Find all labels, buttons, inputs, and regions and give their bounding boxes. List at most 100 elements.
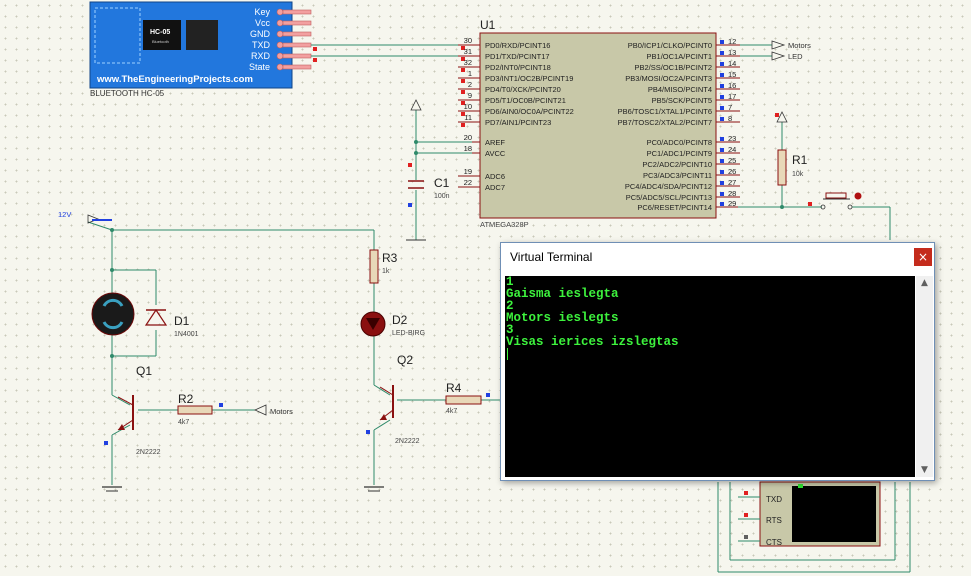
mcu-pin-number: 1: [468, 69, 472, 78]
mcu-pin-number: 28: [728, 189, 736, 198]
mcu-pin-number: 13: [728, 48, 736, 57]
mcu-pin-name: AREF: [485, 138, 505, 147]
mcu-pin-name: PB6/TOSC1/XTAL1/PCINT6: [618, 107, 712, 116]
vt-titlebar[interactable]: Virtual Terminal ×: [501, 243, 934, 273]
virtual-terminal-window[interactable]: Virtual Terminal × 1 Gaisma ieslegta 2 M…: [500, 242, 935, 481]
mcu-pin-number: 9: [468, 91, 472, 100]
d2-value: LED-BIRG: [392, 330, 425, 337]
d1-ref: D1: [174, 314, 190, 328]
mcu-pin-number: 19: [464, 167, 472, 176]
mcu-pin-number: 8: [728, 114, 732, 123]
vt-line: 2: [506, 299, 514, 313]
d2-led: [360, 311, 386, 337]
mcu-pin-right: 14 PB2/SS/OC1B/PCINT2: [634, 59, 740, 72]
mcu-pin-name: PD1/TXD/PCINT17: [485, 52, 550, 61]
mcu-pin-name: PD2/INT0/PCINT18: [485, 63, 551, 72]
net-label-12v: 12V: [58, 210, 71, 219]
mcu-pin-name: PC5/ADC5/SCL/PCINT13: [626, 193, 712, 202]
q2-value: 2N2222: [395, 438, 420, 445]
q1-transistor: [117, 395, 134, 431]
mcu-pin-name: PC0/ADC0/PCINT8: [647, 138, 712, 147]
d1-diode: [144, 308, 168, 326]
mcu-pin-number: 15: [728, 70, 736, 79]
mcu-pin-name: PB5/SCK/PCINT5: [652, 96, 712, 105]
mcu-pin-number: 7: [728, 103, 732, 112]
mcu-pin-name: PC6/RESET/PCINT14: [637, 203, 712, 212]
text-cursor: [507, 348, 508, 360]
r4-ref: R4: [446, 381, 462, 395]
mcu-ref: U1: [480, 18, 496, 32]
vt-scrollbar[interactable]: ▲ ▼: [916, 276, 933, 477]
vt-line: Motors ieslegts: [506, 311, 619, 325]
d2-ref: D2: [392, 313, 408, 327]
mcu-pin-number: 16: [728, 81, 736, 90]
bt-pin-txd: TXD: [252, 40, 271, 50]
r3-ref: R3: [382, 251, 398, 265]
r2-value: 4k7: [178, 419, 189, 426]
c1-value: 100n: [434, 193, 450, 200]
close-button[interactable]: ×: [914, 248, 932, 266]
mcu-pin-name: PD6/AIN0/OC0A/PCINT22: [485, 107, 574, 116]
mcu-pin-number: 29: [728, 199, 736, 208]
bluetooth-website: www.TheEngineeringProjects.com: [96, 74, 253, 85]
virtual-terminal-component[interactable]: TXD RTS CTS: [717, 481, 911, 573]
vt-line: 3: [506, 323, 514, 337]
mcu-pin-number: 10: [464, 102, 472, 111]
reset-button[interactable]: [820, 192, 862, 210]
q2-transistor: [379, 385, 394, 421]
r3-value: 1k: [382, 268, 390, 275]
r2-resistor: [177, 405, 213, 415]
bluetooth-caption: BLUETOOTH HC-05: [90, 89, 165, 98]
mcu-pin-number: 31: [464, 47, 472, 56]
mcu-pin-name: PD0/RXD/PCINT16: [485, 41, 550, 50]
bt-pin-vcc: Vcc: [255, 18, 271, 28]
vt-pin-rts: RTS: [766, 516, 782, 525]
bt-pin-key: Key: [254, 7, 270, 17]
bluetooth-module[interactable]: HC-05 Bluetooth www.TheEngineeringProjec…: [89, 1, 312, 98]
mcu-atmega328p[interactable]: U1 ATMEGA328P 30PD0/RXD/PCINT1631PD1/TXD…: [458, 18, 740, 229]
mcu-pin-name: PB2/SS/OC1B/PCINT2: [634, 63, 712, 72]
mcu-pin-name: PD3/INT1/OC2B/PCINT19: [485, 74, 573, 83]
vt-pin-txd: TXD: [766, 495, 782, 504]
mcu-pin-number: 24: [728, 145, 736, 154]
mcu-pin-number: 14: [728, 59, 736, 68]
vt-line: Gaisma ieslegta: [506, 287, 619, 301]
mcu-pin-name: PC4/ADC4/SDA/PCINT12: [625, 182, 712, 191]
vt-pin-cts: CTS: [766, 538, 782, 547]
mcu-pin-name: PB4/MISO/PCINT4: [648, 85, 712, 94]
vt-title: Virtual Terminal: [510, 250, 593, 264]
mcu-pin-name: PD4/T0/XCK/PCINT20: [485, 85, 561, 94]
mcu-pin-name: PC1/ADC1/PCINT9: [647, 149, 712, 158]
scroll-down-icon[interactable]: ▼: [921, 465, 928, 475]
bluetooth-chip-sub: Bluetooth: [152, 39, 169, 44]
vt-screen[interactable]: 1 Gaisma ieslegta 2 Motors ieslegts 3 Vi…: [505, 276, 915, 477]
bt-pin-state: State: [249, 62, 270, 72]
vt-line: 1: [506, 276, 514, 289]
net-label-led-top: LED: [788, 52, 803, 61]
mcu-pin-name: AVCC: [485, 149, 506, 158]
r1-value: 10k: [792, 171, 804, 178]
mcu-pin-right: 29 PC6/RESET/PCINT14: [637, 199, 740, 212]
mcu-pin-number: 20: [464, 133, 472, 142]
mcu-pin-right: 28 PC5/ADC5/SCL/PCINT13: [626, 189, 740, 202]
r2-ref: R2: [178, 392, 194, 406]
r3-resistor: [369, 249, 379, 284]
mcu-pin-number: 22: [464, 178, 472, 187]
mcu-pin-right: 16 PB4/MISO/PCINT4: [648, 81, 740, 94]
scroll-up-icon[interactable]: ▲: [921, 278, 928, 288]
bluetooth-chip-2: [186, 20, 218, 50]
mcu-pin-name: PD5/T1/OC0B/PCINT21: [485, 96, 566, 105]
c1-ref: C1: [434, 176, 450, 190]
